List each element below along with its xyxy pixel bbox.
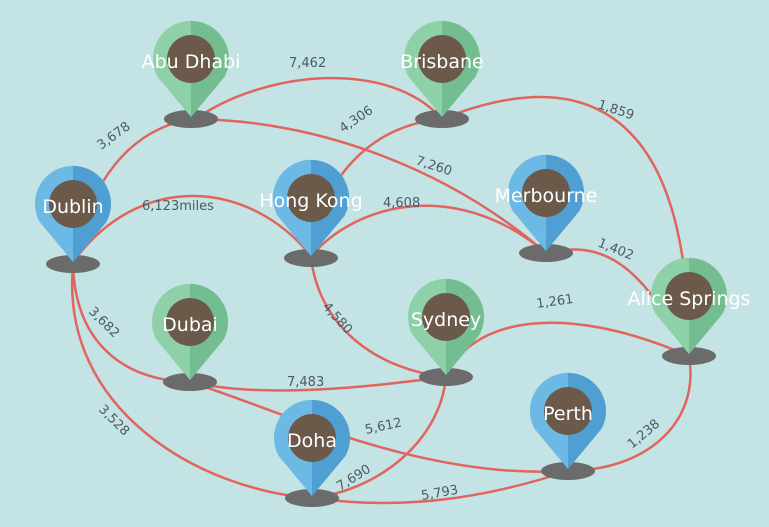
edge-label-abu-dhabi-brisbane: 7,462 bbox=[289, 56, 326, 71]
edge-abu-dhabi-brisbane bbox=[198, 76, 444, 121]
city-label: Hong Kong bbox=[259, 190, 362, 212]
pin-shadow bbox=[662, 347, 716, 365]
pin-shadow bbox=[284, 249, 338, 267]
pin-core bbox=[166, 298, 214, 346]
pin-alice-springs[interactable]: Alice Springs bbox=[628, 257, 751, 365]
pin-abu-dhabi[interactable]: Abu Dhabi bbox=[142, 20, 241, 128]
pin-merbourne[interactable]: Merbourne bbox=[495, 154, 598, 262]
pin-shadow bbox=[285, 489, 339, 507]
city-label: Merbourne bbox=[495, 185, 598, 207]
edge-label-doha-perth: 5,793 bbox=[420, 483, 459, 504]
pin-doha[interactable]: Doha bbox=[274, 399, 350, 507]
edge-alice-springs-perth bbox=[566, 354, 692, 473]
pin-shadow bbox=[164, 110, 218, 128]
edge-hong-kong-merbourne bbox=[309, 204, 548, 258]
pin-shadow bbox=[163, 373, 217, 391]
pin-dublin[interactable]: Dublin bbox=[35, 165, 112, 273]
city-label: Abu Dhabi bbox=[142, 51, 241, 73]
pin-shadow bbox=[46, 255, 100, 273]
edge-label-sydney-alice-springs: 1,261 bbox=[535, 292, 574, 312]
pin-core bbox=[167, 35, 215, 83]
edge-dublin-doha bbox=[70, 264, 314, 500]
edge-doha-perth bbox=[310, 469, 570, 505]
city-label: Doha bbox=[287, 430, 337, 452]
pin-core bbox=[49, 180, 97, 228]
pin-core bbox=[665, 272, 713, 320]
pin-core bbox=[287, 174, 335, 222]
edge-dublin-hong-kong bbox=[71, 194, 313, 264]
pin-shadow bbox=[419, 368, 473, 386]
pin-brisbane[interactable]: Brisbane bbox=[400, 20, 484, 128]
pin-sydney[interactable]: Sydney bbox=[408, 278, 484, 386]
pin-core bbox=[418, 35, 466, 83]
edge-label-hong-kong-merbourne: 4,608 bbox=[383, 196, 420, 211]
pin-core bbox=[288, 414, 336, 462]
pin-shadow bbox=[415, 110, 469, 128]
city-label: Brisbane bbox=[400, 51, 483, 73]
pin-perth[interactable]: Perth bbox=[530, 372, 607, 480]
edge-abu-dhabi-merbourne bbox=[189, 117, 548, 255]
pin-hong-kong[interactable]: Hong Kong bbox=[259, 159, 363, 267]
city-label: Dublin bbox=[42, 196, 103, 218]
edge-label-dublin-hong-kong: 6,123miles bbox=[142, 199, 214, 214]
edge-dubai-sydney bbox=[188, 375, 448, 392]
edge-dubai-perth bbox=[188, 380, 570, 474]
pin-core bbox=[544, 387, 592, 435]
edge-brisbane-alice-springs bbox=[440, 95, 691, 358]
pin-shadow bbox=[541, 462, 595, 480]
edge-label-dubai-sydney: 7,483 bbox=[287, 375, 324, 390]
city-label: Sydney bbox=[411, 309, 481, 331]
city-label: Dubai bbox=[162, 314, 218, 336]
pin-dubai[interactable]: Dubai bbox=[152, 283, 228, 391]
city-label: Alice Springs bbox=[628, 288, 751, 310]
pin-core bbox=[422, 293, 470, 341]
pin-core bbox=[522, 169, 570, 217]
edge-sydney-doha bbox=[310, 375, 448, 500]
pin-shadow bbox=[519, 244, 573, 262]
city-label: Perth bbox=[543, 403, 593, 425]
